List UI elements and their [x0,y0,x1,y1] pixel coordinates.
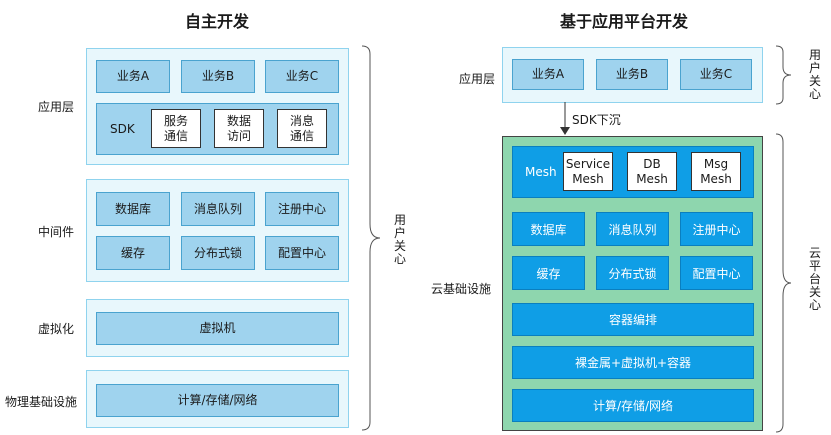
left-infra-box: 计算/存储/网络 [96,384,339,417]
right-mw-config-center: 配置中心 [680,256,753,290]
mesh-label: Mesh [525,165,557,179]
left-label-infra: 物理基础设施 [5,395,78,409]
right-brace-label-cloud-care: 云平台关心 [808,246,821,312]
left-mw-cache: 缓存 [96,236,170,270]
left-label-virtualization: 虚拟化 [38,322,75,336]
db-mesh-box: DB Mesh [627,152,677,191]
left-business-c: 业务C [265,60,339,93]
right-brace-label-user-care: 用户关心 [808,48,821,101]
sdk-sink-arrow [560,102,570,135]
right-title: 基于应用平台开发 [560,12,689,31]
left-business-a: 业务A [96,60,170,93]
left-title: 自主开发 [185,12,250,31]
right-label-app: 应用层 [459,72,496,86]
cloud-platform-brace [775,133,792,433]
right-user-brace [775,45,792,105]
left-sdk-label: SDK [110,121,135,136]
left-brace-label-user-care: 用户关心 [393,213,406,266]
right-business-a: 业务A [512,59,584,90]
msg-mesh-box: Msg Mesh [691,152,741,191]
left-mw-registry: 注册中心 [265,192,339,226]
left-mw-config-center: 配置中心 [265,236,339,270]
left-mw-database: 数据库 [96,192,170,226]
left-sdk-data-access: 数据 访问 [214,109,264,148]
left-mw-distributed-lock: 分布式锁 [181,236,255,270]
container-orchestration-box: 容器编排 [512,303,754,336]
sdk-sink-label: SDK下沉 [572,113,621,127]
right-label-cloud: 云基础设施 [431,282,492,296]
right-mw-cache: 缓存 [512,256,585,290]
right-mw-registry: 注册中心 [680,212,753,246]
left-label-middleware: 中间件 [38,225,75,239]
right-business-c: 业务C [680,59,752,90]
right-mw-database: 数据库 [512,212,585,246]
left-vm-box: 虚拟机 [96,312,339,345]
baremetal-vm-container-box: 裸金属+虚拟机+容器 [512,346,754,379]
right-business-b: 业务B [596,59,668,90]
left-label-app: 应用层 [38,100,75,114]
left-business-b: 业务B [181,60,255,93]
right-mw-message-queue: 消息队列 [596,212,669,246]
left-user-brace [361,45,381,431]
left-sdk-message-communication: 消息 通信 [277,109,327,148]
right-infra-box: 计算/存储/网络 [512,389,754,422]
right-mw-distributed-lock: 分布式锁 [596,256,669,290]
service-mesh-box: Service Mesh [563,152,613,191]
left-sdk-service-communication: 服务 通信 [151,109,201,148]
left-mw-message-queue: 消息队列 [181,192,255,226]
